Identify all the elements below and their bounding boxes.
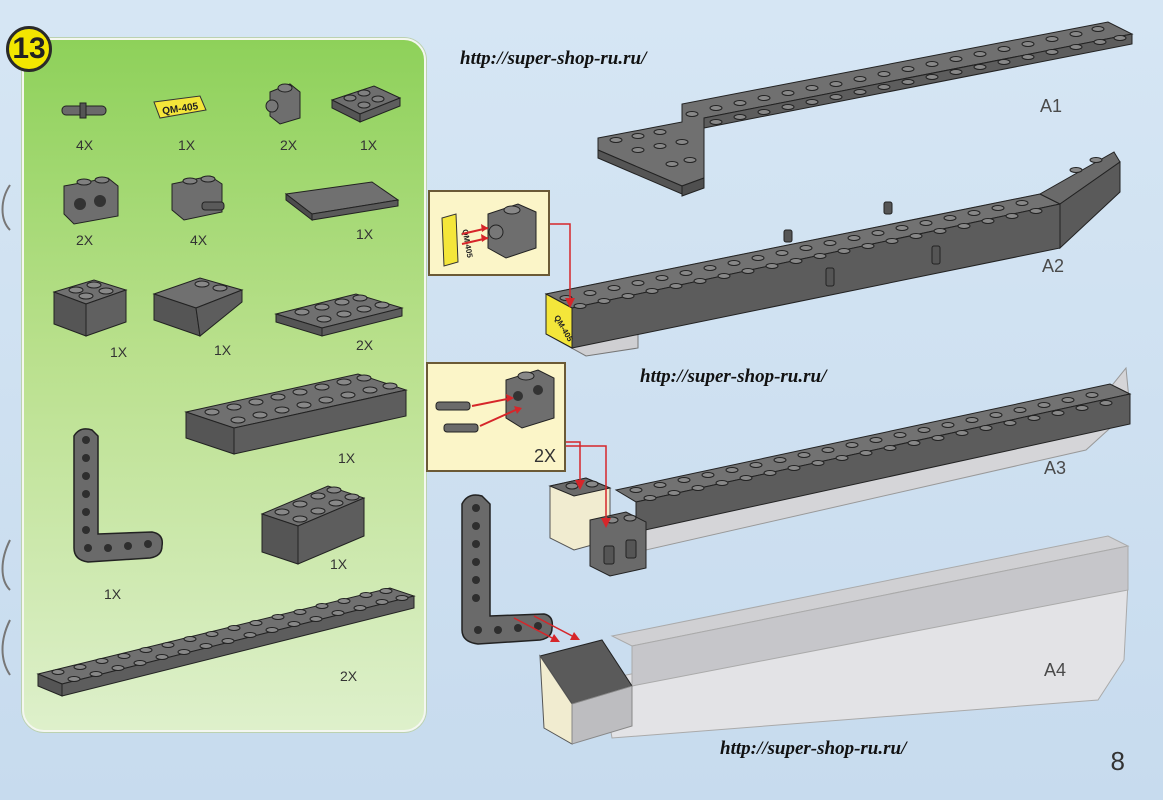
brick-2x8-icon [184, 373, 408, 455]
pin-icon [61, 102, 107, 119]
sticker-callout-art: QM-405 [441, 203, 537, 267]
callout-arrow [550, 223, 575, 308]
assembly-label-a1: A1 [1040, 96, 1063, 116]
pins-callout-art [435, 369, 555, 433]
callout-arrows [566, 441, 611, 528]
qty-label: 1X [360, 137, 378, 153]
assembly-label-a2: A2 [1042, 256, 1065, 276]
assembly-label-a4: A4 [1044, 660, 1067, 680]
qty-label: 4X [190, 232, 208, 248]
qty-label: 2X [356, 337, 374, 353]
qty-label: 2X [280, 137, 298, 153]
brick-pin-icon [171, 175, 225, 221]
assembly-label-a3: A3 [1044, 458, 1067, 478]
technic-l-beam-icon [73, 428, 164, 563]
technic-brick-1x2-icon [63, 176, 119, 225]
qty-label: 1X [356, 226, 374, 242]
qty-label: 1X [330, 556, 348, 572]
plate-long-icon [36, 587, 416, 697]
watermark-url: http://super-shop-ru.ru/ [720, 738, 907, 759]
sticker-text: QM-405 [162, 101, 200, 117]
qty-label: 1X [178, 137, 196, 153]
brick-1x1-side-stud-icon [265, 83, 301, 125]
tile-flat-icon [284, 181, 400, 222]
assembly-a4 [461, 494, 1130, 745]
qty-label: 1X [110, 344, 128, 360]
assembly-a2: QM-405 [544, 151, 1121, 357]
binding-marks [1, 184, 11, 676]
watermark-url: http://super-shop-ru.ru/ [460, 48, 647, 69]
pins-callout-qty: 2X [534, 446, 557, 466]
qty-label: 2X [340, 668, 358, 684]
qty-label: 1X [338, 450, 356, 466]
step-number-badge: 13 [6, 26, 52, 72]
assembly-a1 [597, 21, 1134, 197]
plate-2x3-icon [330, 85, 402, 123]
sticker-tile-icon: QM-405 [153, 95, 207, 119]
qty-label: 4X [76, 137, 94, 153]
plate-2x4-icon [274, 293, 404, 337]
watermark-url: http://super-shop-ru.ru/ [640, 366, 827, 387]
qty-label: 1X [104, 586, 122, 602]
qty-label: 1X [214, 342, 232, 358]
brick-2x4-icon [260, 485, 366, 565]
brick-2x2-icon [52, 279, 128, 337]
qty-label: 2X [76, 232, 94, 248]
assembly-a3 [548, 366, 1132, 577]
slope-brick-icon [152, 277, 244, 337]
page-number: 8 [1110, 746, 1125, 776]
